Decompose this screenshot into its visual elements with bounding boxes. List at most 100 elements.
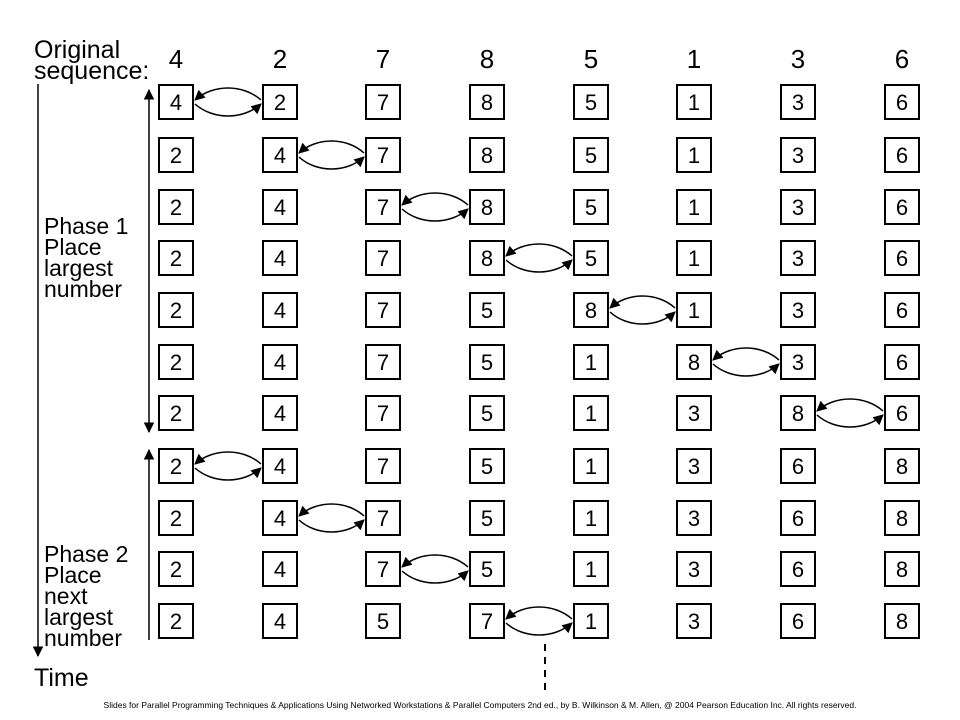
swap-arrow-left (401, 192, 469, 206)
value-box: 5 (469, 344, 505, 380)
value-box: 2 (158, 137, 194, 173)
swap-arrow-left (298, 140, 365, 154)
value-box: 7 (365, 448, 401, 484)
value-box: 4 (262, 551, 298, 587)
value-box: 1 (573, 603, 609, 639)
value-box: 8 (469, 84, 505, 120)
original-value: 5 (583, 44, 599, 74)
value-box: 1 (676, 240, 712, 276)
swap-arrow-left (505, 606, 573, 620)
value-box: 6 (884, 344, 920, 380)
value-box: 4 (262, 395, 298, 431)
swap-arrow-right (816, 414, 884, 428)
swap-arrow-left (505, 243, 573, 257)
swap-arrow-right (505, 622, 573, 636)
swap-arrow-right (298, 519, 365, 533)
swap-arrow-left (298, 503, 365, 517)
value-box: 6 (780, 551, 816, 587)
swap-arrow-left (712, 347, 780, 361)
value-box: 8 (469, 189, 505, 225)
value-box: 7 (365, 84, 401, 120)
swap-arrow-right (401, 570, 469, 584)
swap-arrow-right (505, 259, 573, 273)
value-box: 5 (573, 189, 609, 225)
value-box: 2 (158, 240, 194, 276)
original-value: 4 (168, 44, 184, 74)
value-box: 6 (780, 448, 816, 484)
original-sequence-label: Original sequence: (34, 36, 150, 85)
value-box: 8 (780, 395, 816, 431)
value-box: 2 (158, 448, 194, 484)
value-box: 4 (158, 84, 194, 120)
original-value: 2 (272, 44, 288, 74)
value-box: 6 (884, 137, 920, 173)
swap-arrow-left (194, 451, 262, 465)
value-box: 1 (573, 551, 609, 587)
value-box: 8 (676, 344, 712, 380)
value-box: 8 (573, 292, 609, 328)
value-box: 2 (158, 344, 194, 380)
value-box: 2 (158, 603, 194, 639)
value-box: 2 (158, 292, 194, 328)
value-box: 6 (780, 603, 816, 639)
value-box: 5 (469, 292, 505, 328)
value-box: 7 (365, 395, 401, 431)
value-box: 7 (469, 603, 505, 639)
value-box: 1 (676, 189, 712, 225)
value-box: 8 (884, 551, 920, 587)
value-box: 8 (884, 603, 920, 639)
value-box: 6 (884, 189, 920, 225)
value-box: 1 (676, 137, 712, 173)
value-box: 3 (780, 189, 816, 225)
swap-arrow-right (194, 103, 262, 117)
value-box: 6 (780, 500, 816, 536)
value-box: 7 (365, 137, 401, 173)
swap-arrow-left (194, 87, 262, 101)
original-value: 8 (479, 44, 495, 74)
value-box: 3 (676, 395, 712, 431)
value-box: 1 (573, 448, 609, 484)
value-box: 8 (884, 448, 920, 484)
value-box: 7 (365, 551, 401, 587)
original-value: 3 (790, 44, 806, 74)
original-value: 1 (686, 44, 702, 74)
value-box: 2 (158, 189, 194, 225)
value-box: 3 (676, 500, 712, 536)
value-box: 7 (365, 500, 401, 536)
original-value: 7 (375, 44, 391, 74)
value-box: 5 (365, 603, 401, 639)
value-box: 1 (573, 500, 609, 536)
value-box: 5 (573, 84, 609, 120)
value-box: 6 (884, 292, 920, 328)
value-box: 4 (262, 292, 298, 328)
phase1-label: Phase 1 Place largest number (44, 213, 129, 302)
value-box: 1 (676, 292, 712, 328)
value-box: 5 (469, 448, 505, 484)
swap-arrow-right (712, 363, 780, 377)
value-box: 6 (884, 84, 920, 120)
value-box: 2 (262, 84, 298, 120)
value-box: 3 (780, 292, 816, 328)
value-box: 7 (365, 344, 401, 380)
swap-arrow-left (816, 398, 884, 412)
value-box: 7 (365, 189, 401, 225)
value-box: 3 (780, 84, 816, 120)
swap-arrow-left (401, 554, 469, 568)
value-box: 2 (158, 500, 194, 536)
value-box: 1 (573, 395, 609, 431)
value-box: 4 (262, 240, 298, 276)
swap-arrow-right (194, 467, 262, 481)
value-box: 1 (573, 344, 609, 380)
value-box: 3 (676, 448, 712, 484)
value-box: 4 (262, 344, 298, 380)
swap-arrow-left (609, 295, 676, 309)
value-box: 3 (676, 551, 712, 587)
value-box: 5 (573, 240, 609, 276)
footer-credit: Slides for Parallel Programming Techniqu… (103, 700, 857, 710)
value-box: 7 (365, 292, 401, 328)
value-box: 3 (780, 137, 816, 173)
swap-arrow-right (609, 311, 676, 325)
value-box: 5 (469, 500, 505, 536)
time-label: Time (34, 664, 89, 692)
value-box: 3 (676, 603, 712, 639)
